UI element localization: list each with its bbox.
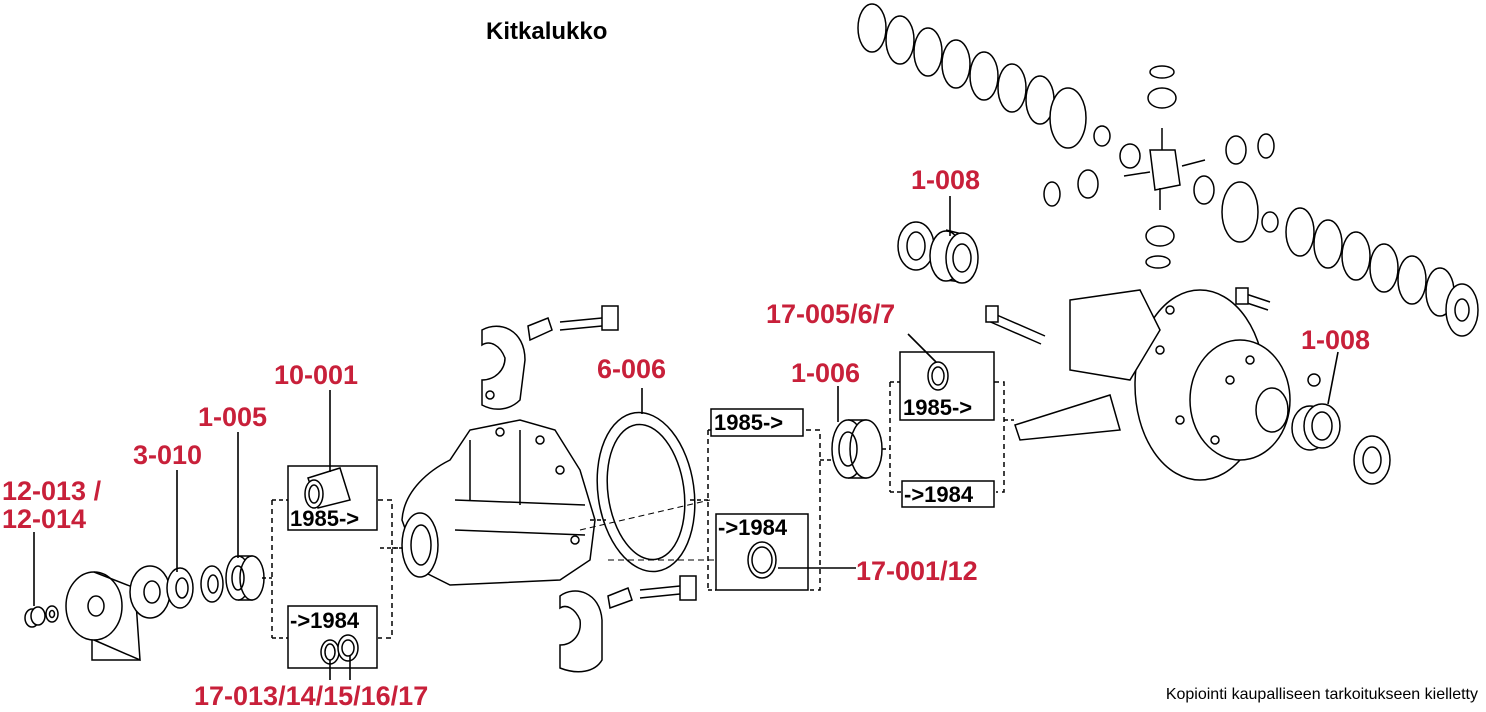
seal-17-005 <box>927 361 949 391</box>
nut-12-013 <box>24 605 59 628</box>
label-1-008-right: 1-008 <box>1301 325 1371 355</box>
diff-carrier <box>1014 289 1291 481</box>
bolt-lower <box>607 575 697 610</box>
bearing-1-005 <box>225 555 265 601</box>
bearing-1-008-top <box>897 221 979 284</box>
label-3-010: 3-010 <box>133 440 203 470</box>
diagram-title: Kitkalukko <box>486 18 608 45</box>
bearing-cap-lower <box>559 590 603 673</box>
part-3-010 <box>129 565 194 619</box>
label-17-013: 17-013/14/15/16/17 <box>194 681 429 711</box>
year-label-1985-right: 1985-> <box>903 395 973 420</box>
seal-17-001 <box>747 541 777 579</box>
flange-hub <box>65 571 141 662</box>
seals-17-013 <box>320 634 359 665</box>
label-12-013: 12-013 / <box>2 476 102 506</box>
spider-gears <box>1043 65 1275 269</box>
label-1-005: 1-005 <box>198 402 268 432</box>
gasket-6-006 <box>596 411 696 573</box>
label-1-006: 1-006 <box>791 358 861 388</box>
leader-lines <box>33 196 1339 680</box>
year-label-1984-middle: ->1984 <box>718 515 788 540</box>
label-17-005: 17-005/6/7 <box>766 299 896 329</box>
year-label-1985-left: 1985-> <box>290 506 360 531</box>
label-17-001: 17-001/12 <box>856 556 978 586</box>
bolt-right <box>985 287 1271 345</box>
year-label-1984-left: ->1984 <box>290 608 360 633</box>
year-label-1984-right: ->1984 <box>904 482 974 507</box>
seal-washer <box>200 565 224 603</box>
bearing-1-008-right <box>1291 373 1391 485</box>
label-6-006: 6-006 <box>597 354 667 384</box>
copyright-notice: Kopiointi kaupalliseen tarkoitukseen kie… <box>1165 686 1478 703</box>
bolt-upper <box>527 305 619 342</box>
differential-housing <box>401 419 596 586</box>
label-12-014: 12-014 <box>2 504 87 534</box>
clutch-pack-lower <box>1221 181 1479 337</box>
bearing-1-006 <box>831 419 883 479</box>
clutch-pack-upper <box>857 3 1111 149</box>
label-1-008-top: 1-008 <box>911 165 981 195</box>
year-label-1985-middle: 1985-> <box>714 410 784 435</box>
label-10-001: 10-001 <box>274 360 359 390</box>
bearing-cap-upper <box>481 325 526 410</box>
